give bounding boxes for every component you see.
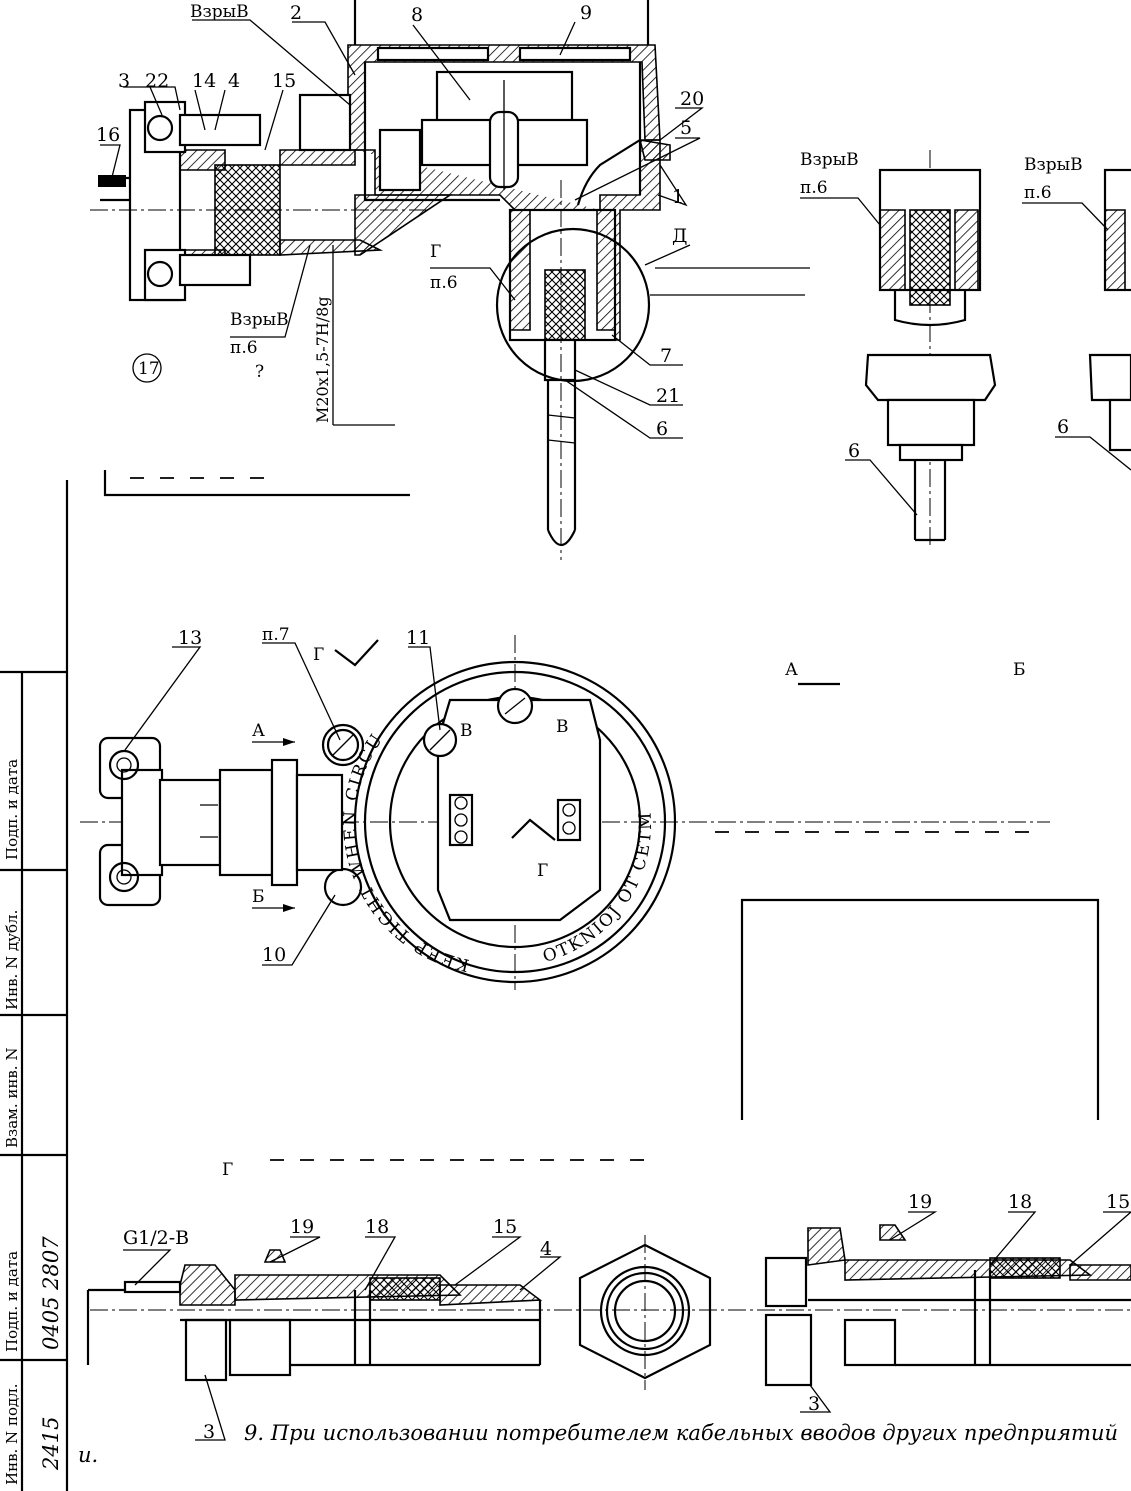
bottom-right-label-18: 18	[1008, 1191, 1032, 1213]
label-vzryv-bottom: ВзрыВ	[230, 310, 289, 330]
right1-vzryv: ВзрыВ	[800, 150, 859, 170]
plan-label-11: 11	[406, 627, 430, 649]
label-circle-17: 17	[138, 359, 160, 379]
bottom-right-label-19: 19	[908, 1191, 932, 1213]
stamp-vzam-inv: Взам. инв. N	[3, 1048, 21, 1148]
bottom-label-19: 19	[290, 1216, 314, 1238]
stamp-handwritten-number: 2415	[39, 1417, 63, 1471]
detail-view-right-1: ВзрыВ п.6 6	[800, 150, 997, 545]
plan-label-g-top: Г	[313, 645, 324, 665]
right2-vzryv: ВзрыВ	[1024, 155, 1083, 175]
detail-view-right-2: ВзрыВ п.6 6	[1022, 155, 1131, 471]
label-8: 8	[411, 4, 423, 26]
view-b-label: Б	[1013, 660, 1026, 680]
stamp-handwritten-date: 0405 2807	[39, 1236, 63, 1350]
stamp-podp-data-2: Подп. и дата	[3, 1251, 21, 1352]
plan-label-a: А	[252, 721, 265, 741]
label-7: 7	[660, 345, 672, 367]
label-p6-b: п.6	[230, 338, 258, 358]
label-3: 3	[118, 70, 130, 92]
label-20: 20	[680, 88, 704, 110]
label-thread-m20: M20x1,5-7H/8g	[313, 296, 332, 423]
plan-label-v-left: В	[460, 721, 473, 741]
bottom-right-label-15: 15	[1106, 1191, 1130, 1213]
label-9: 9	[580, 2, 592, 24]
stamp-inv-dubl: Инв. N дубл.	[3, 910, 21, 1010]
label-22: 22	[145, 70, 169, 92]
right1-p6: п.6	[800, 178, 828, 198]
side-stamp-block: Подп. и дата Инв. N дубл. Взам. инв. N П…	[0, 480, 98, 1491]
view-a-label: А	[785, 660, 798, 680]
label-14: 14	[192, 70, 216, 92]
right1-6: 6	[848, 440, 860, 462]
plan-label-13: 13	[178, 627, 202, 649]
right2-p6: п.6	[1024, 183, 1052, 203]
plan-label-b: Б	[252, 887, 265, 907]
bottom-label-g12b: G1/2-B	[123, 1227, 189, 1249]
bottom-right-label-3: 3	[808, 1393, 820, 1415]
label-6: 6	[656, 418, 668, 440]
plan-label-g-center: Г	[537, 861, 548, 881]
bottom-g-caption: Г	[222, 1160, 233, 1180]
bottom-section: Г G1/2-B 19 18 15 4 3	[86, 1159, 1131, 1445]
stamp-podp-data-1: Подп. и дата	[3, 759, 21, 860]
label-5: 5	[680, 117, 692, 139]
bottom-label-3: 3	[203, 1421, 215, 1443]
label-16: 16	[96, 124, 120, 146]
plan-view-middle: KEEP TIGHT WHEN CIRCU OTKNIOJ OT CETM 13…	[80, 625, 1100, 1120]
sectional-view-top: ВзрыВ 2 8 9 20 5 1 3 22 14 4 15 16 Д Г п…	[90, 0, 810, 560]
bottom-label-4: 4	[540, 1238, 552, 1260]
label-vzryv-top: ВзрыВ	[190, 2, 249, 22]
right2-6: 6	[1057, 416, 1069, 438]
label-g: Г	[430, 242, 441, 262]
label-p6-a: п.6	[430, 273, 458, 293]
label-1: 1	[672, 186, 684, 208]
label-2: 2	[290, 2, 302, 24]
bottom-label-18: 18	[365, 1216, 389, 1238]
bottom-handwritten-note: 9. При использовании потребителем кабель…	[244, 1421, 1118, 1445]
bottom-label-15: 15	[493, 1216, 517, 1238]
label-21: 21	[656, 385, 680, 407]
stamp-inv-podl: Инв. N подл.	[3, 1383, 21, 1485]
stamp-bottom-mark: и.	[78, 1443, 98, 1467]
plan-label-10: 10	[262, 944, 286, 966]
plan-label-v-right: В	[556, 717, 569, 737]
label-4: 4	[228, 70, 240, 92]
label-15: 15	[272, 70, 296, 92]
label-d: Д	[672, 225, 687, 247]
plan-label-p7: п.7	[262, 625, 290, 645]
label-question: ?	[255, 362, 264, 382]
